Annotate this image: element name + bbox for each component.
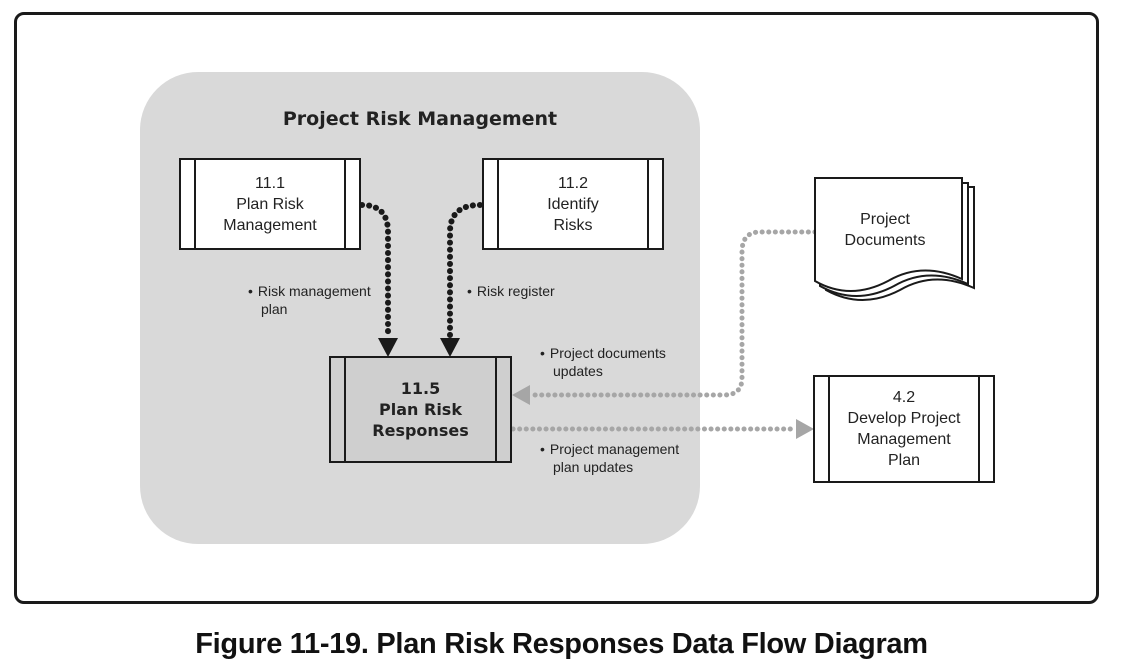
flow-text-line1: Risk management (257, 283, 371, 299)
process-right-bar (344, 160, 359, 248)
bullet: • (540, 441, 545, 457)
process-name-line1: Develop Project (847, 410, 961, 427)
arrowhead-risk-register (440, 338, 460, 357)
process-left-bar (181, 160, 196, 248)
process-11-1-plan-risk-management: 11.1 Plan Risk Management (179, 158, 361, 250)
document-line1: Project (860, 211, 910, 228)
label-project-documents-updates: •Project documents updates (540, 344, 666, 380)
process-left-bar (815, 377, 830, 481)
project-documents-shape (814, 177, 975, 301)
arrowhead-project-documents-updates (512, 385, 530, 405)
flow-risk-management-plan (359, 202, 391, 341)
figure-caption: Figure 11-19. Plan Risk Responses Data F… (195, 628, 928, 660)
flow-text-line1: Project management (549, 441, 680, 457)
label-risk-management-plan: •Risk management plan (248, 282, 371, 318)
process-4-2-develop-project-management-plan: 4.2 Develop Project Management Plan (813, 375, 995, 483)
label-pm-plan-updates: •Project management plan updates (540, 440, 679, 476)
label-risk-register: •Risk register (467, 282, 555, 300)
flow-text-line2: plan (261, 301, 288, 317)
process-left-bar (331, 358, 346, 461)
bullet: • (467, 283, 472, 299)
process-name-line2: Risks (553, 216, 593, 234)
diagram-frame (14, 12, 1099, 604)
process-name-line1: Identify (547, 195, 599, 213)
process-number: 11.5 (400, 379, 441, 398)
document-line2: Documents (844, 232, 926, 249)
flow-text-line2: updates (553, 363, 603, 379)
process-name-line2: Management (223, 216, 317, 234)
process-11-2-identify-risks: 11.2 Identify Risks (482, 158, 664, 250)
project-documents-label: Project Documents (815, 209, 955, 251)
process-name-line2: Responses (372, 421, 469, 440)
flow-project-documents (527, 229, 818, 398)
arrowhead-pm-plan-updates (796, 419, 814, 439)
process-11-5-plan-risk-responses: 11.5 Plan Risk Responses (329, 356, 512, 463)
process-right-bar (495, 358, 510, 461)
process-name-line1: Plan Risk (379, 400, 462, 419)
arrowhead-risk-management-plan (378, 338, 398, 357)
process-number: 11.2 (558, 174, 588, 192)
region-title: Project Risk Management (282, 108, 558, 130)
process-right-bar (978, 377, 993, 481)
flow-risk-register (447, 202, 483, 341)
flow-text-line1: Risk register (476, 283, 555, 299)
project-risk-management-region (140, 72, 700, 544)
flow-text-line1: Project documents (549, 345, 666, 361)
bullet: • (540, 345, 545, 361)
flow-text-line2: plan updates (553, 459, 634, 475)
process-name-line1: Plan Risk (236, 195, 304, 213)
bullet: • (248, 283, 253, 299)
process-number: 4.2 (892, 389, 916, 406)
process-number: 11.1 (255, 174, 285, 192)
process-left-bar (484, 160, 499, 248)
process-name-line2: Management (857, 431, 951, 448)
process-name-line3: Plan (887, 452, 921, 469)
process-right-bar (647, 160, 662, 248)
